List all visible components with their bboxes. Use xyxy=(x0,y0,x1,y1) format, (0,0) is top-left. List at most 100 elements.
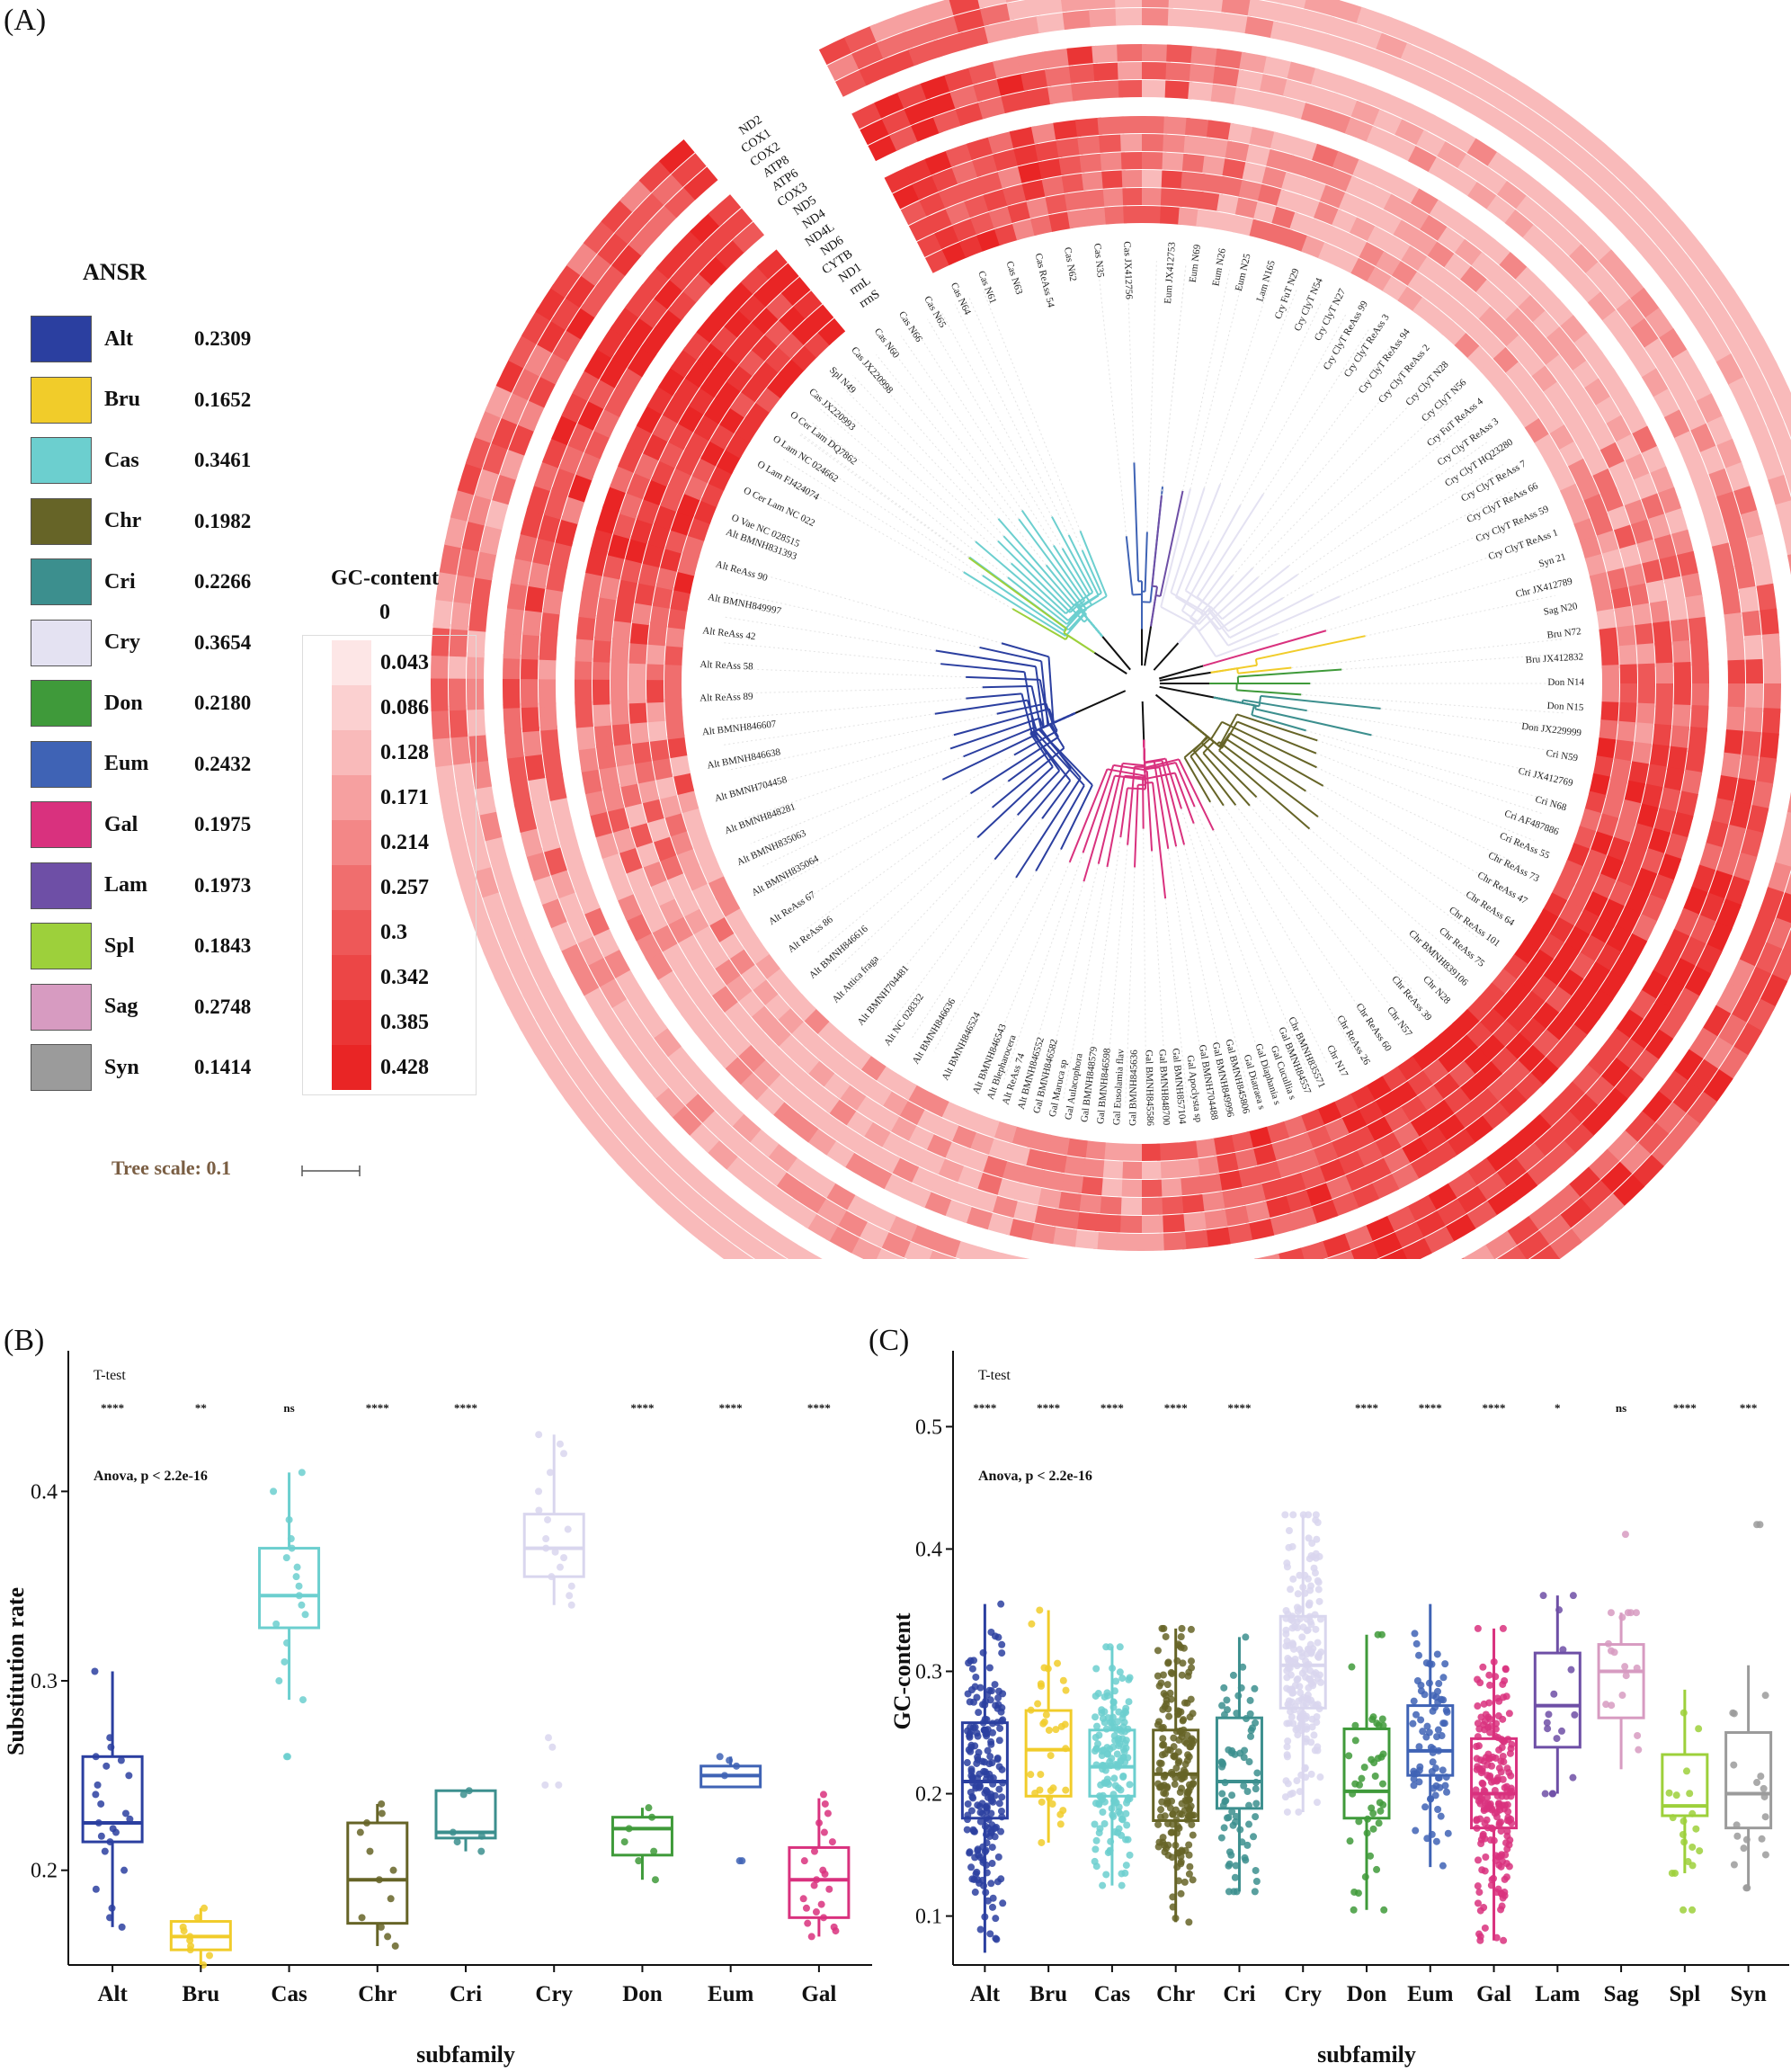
data-point xyxy=(1038,1838,1046,1846)
data-point xyxy=(1296,1788,1304,1796)
heatmap-cell xyxy=(1213,1152,1239,1174)
heatmap-cell xyxy=(1034,139,1063,162)
data-point xyxy=(1178,1671,1186,1679)
tree-branch xyxy=(1020,693,1033,733)
legend-swatch xyxy=(31,862,92,909)
heatmap-cell xyxy=(431,678,449,712)
data-point xyxy=(1099,1881,1107,1889)
leader-line xyxy=(1125,867,1136,1106)
heatmap-cell xyxy=(1092,44,1122,64)
data-point xyxy=(1421,1803,1430,1811)
heatmap-cell xyxy=(1733,778,1756,809)
data-point xyxy=(812,1908,820,1916)
heatmap-cell xyxy=(1697,842,1723,874)
gc-legend-value: 0.385 xyxy=(380,1010,429,1034)
data-point xyxy=(716,1753,724,1761)
heatmap-cell xyxy=(575,612,596,640)
heatmap-cell xyxy=(1685,594,1706,623)
data-point xyxy=(1379,1721,1387,1729)
heatmap-cell xyxy=(1745,805,1769,837)
data-point xyxy=(1288,1639,1296,1648)
heatmap-cell xyxy=(483,944,512,982)
taxon-label: Cas N35 xyxy=(1092,243,1106,279)
heatmap-cell xyxy=(975,1246,1005,1259)
data-point xyxy=(1285,1719,1293,1728)
data-point xyxy=(1436,1783,1444,1791)
heatmap-cell xyxy=(1746,534,1770,567)
data-point xyxy=(1185,1851,1193,1859)
heatmap-cell xyxy=(926,91,959,117)
data-point xyxy=(1037,1771,1045,1779)
data-point xyxy=(1034,1700,1042,1708)
data-point xyxy=(548,1743,557,1751)
heatmap-cell xyxy=(1676,790,1698,820)
heatmap-cell xyxy=(896,82,931,109)
phylogenetic-tree xyxy=(719,261,1564,1106)
x-tick-label: Cri xyxy=(450,1982,482,2006)
heatmap-cell xyxy=(646,699,665,723)
tree-branch xyxy=(1145,758,1180,769)
gc-legend-value: 0.171 xyxy=(380,785,429,809)
heatmap-cell xyxy=(989,1194,1018,1219)
heatmap-cell xyxy=(1056,137,1083,158)
data-point xyxy=(966,1698,974,1706)
data-point xyxy=(1242,1633,1250,1641)
heatmap-cell xyxy=(1737,754,1760,785)
heatmap-cell xyxy=(977,95,1010,120)
heatmap-cell xyxy=(994,222,1020,246)
heatmap-cell xyxy=(1005,1218,1035,1240)
heatmap-cell xyxy=(614,596,635,623)
heatmap-cell xyxy=(1204,138,1232,158)
heatmap-cell xyxy=(655,773,677,799)
data-point xyxy=(1100,1692,1109,1701)
heatmap-cell xyxy=(450,597,471,630)
heatmap-cell xyxy=(664,809,688,837)
data-point xyxy=(1498,1902,1506,1910)
data-point xyxy=(1618,1613,1626,1621)
data-point xyxy=(1245,1820,1253,1828)
heatmap-cell xyxy=(618,844,643,874)
data-point xyxy=(1109,1743,1118,1751)
data-point xyxy=(963,1826,971,1834)
tree-branch xyxy=(976,766,1054,838)
data-point xyxy=(1177,1643,1185,1651)
heatmap-cell xyxy=(1261,166,1290,190)
data-point xyxy=(1545,1710,1553,1719)
data-point xyxy=(1550,1690,1558,1698)
tree-branch xyxy=(1199,575,1234,614)
data-point xyxy=(1187,1657,1195,1666)
box xyxy=(1088,1728,1136,1798)
heatmap-cell xyxy=(671,153,707,187)
tree-branch xyxy=(1144,531,1148,592)
data-point xyxy=(1106,1758,1114,1766)
heatmap-cell xyxy=(1716,566,1739,596)
data-point xyxy=(1092,1734,1100,1742)
heatmap-cell xyxy=(1120,152,1146,170)
data-point xyxy=(1164,1659,1172,1667)
leader-line xyxy=(810,420,1009,578)
data-point xyxy=(802,1904,810,1912)
data-point xyxy=(1163,1784,1171,1792)
tree-branch xyxy=(1208,608,1229,632)
heatmap-cell xyxy=(1273,1155,1301,1179)
heatmap-cell xyxy=(1061,1155,1086,1176)
heatmap-cell xyxy=(1181,171,1207,192)
data-point xyxy=(1602,1701,1610,1709)
data-point xyxy=(1437,1695,1445,1703)
heatmap-cell xyxy=(1720,589,1742,619)
heatmap-cell xyxy=(1376,32,1412,61)
signif-label: **** xyxy=(454,1401,477,1415)
leader-line xyxy=(1306,710,1559,753)
data-point xyxy=(1369,1825,1377,1833)
data-point xyxy=(1753,1779,1761,1787)
leader-line xyxy=(1232,360,1415,576)
data-point xyxy=(1122,1737,1130,1745)
heatmap-cell xyxy=(1094,80,1123,100)
tree-branch xyxy=(1053,712,1076,724)
data-point xyxy=(976,1880,984,1888)
leader-line xyxy=(1234,804,1401,1019)
data-point xyxy=(384,1933,392,1941)
tree-branch xyxy=(1236,689,1302,696)
data-point xyxy=(1478,1779,1486,1787)
tree-branch xyxy=(1122,762,1145,767)
